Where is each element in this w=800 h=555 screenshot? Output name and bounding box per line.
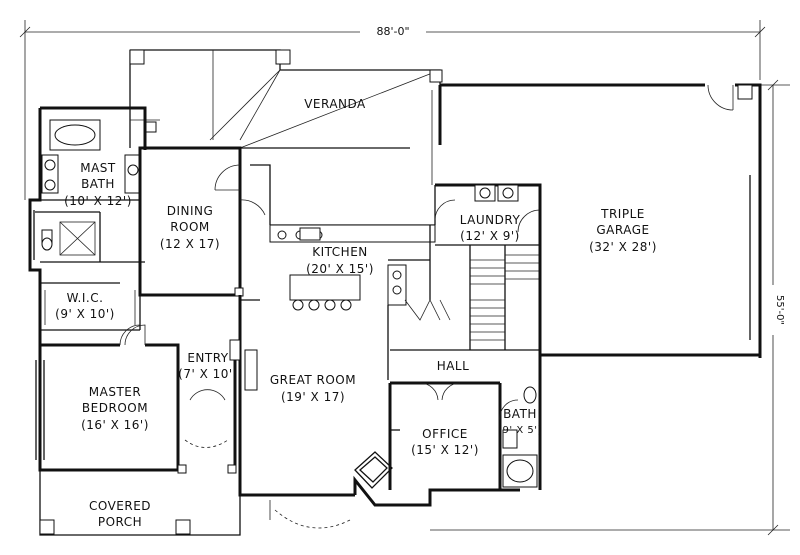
office-label: OFFICE (422, 427, 468, 441)
wic-size: (9' X 10') (55, 307, 115, 321)
garage-walls (431, 83, 762, 358)
master-bedroom-label-2: BEDROOM (82, 401, 148, 415)
master-suite-walls (28, 106, 180, 472)
dining-room-size: (12 X 17) (160, 237, 220, 251)
office-size: (15' X 12') (411, 443, 479, 457)
veranda-outline (129, 49, 443, 149)
triple-garage-size: (32' X 28') (589, 240, 657, 254)
master-bath-size: (10' X 12') (64, 194, 132, 208)
laundry-size: (12' X 9') (460, 229, 520, 243)
covered-porch-label-2: PORCH (98, 515, 142, 529)
entry-size: (7' X 10') (178, 367, 238, 381)
dining-room-label-1: DINING (167, 204, 214, 218)
master-bedroom-label-1: MASTER (89, 385, 141, 399)
room-labels: VERANDA MAST BATH (10' X 12') DINING ROO… (55, 97, 657, 529)
hall-label: HALL (437, 359, 470, 373)
great-room-size: (19' X 17) (281, 390, 345, 404)
overall-depth-label: 55'-0" (774, 295, 785, 325)
wic-label: W.I.C. (67, 291, 104, 305)
covered-porch-label-1: COVERED (89, 499, 151, 513)
entry-walls (176, 345, 237, 474)
overall-depth-dimension: 55'-0" (430, 79, 790, 536)
laundry-walls (404, 183, 542, 350)
kitchen-size: (20' X 15') (306, 262, 374, 276)
bath-label: BATH (503, 407, 537, 421)
kitchen-label: KITCHEN (312, 245, 368, 259)
laundry-label: LAUNDRY (460, 213, 521, 227)
overall-width-dimension: 88'-0" (19, 20, 766, 200)
bath-size: (9' X 5') (498, 425, 542, 436)
dining-room-label-2: ROOM (170, 220, 210, 234)
great-room-label: GREAT ROOM (270, 373, 356, 387)
overall-width-label: 88'-0" (376, 25, 409, 38)
master-bath-label-2: BATH (81, 177, 115, 191)
hall-office-bath-walls (388, 349, 542, 490)
master-bedroom-size: (16' X 16') (81, 418, 149, 432)
master-bath-label-1: MAST (80, 161, 116, 175)
kitchen-great-room-walls (229, 224, 520, 529)
veranda-label: VERANDA (304, 97, 366, 111)
entry-label: ENTRY (187, 351, 228, 365)
covered-porch-walls (39, 470, 241, 536)
triple-garage-label-2: GARAGE (596, 223, 649, 237)
triple-garage-label-1: TRIPLE (600, 207, 645, 221)
